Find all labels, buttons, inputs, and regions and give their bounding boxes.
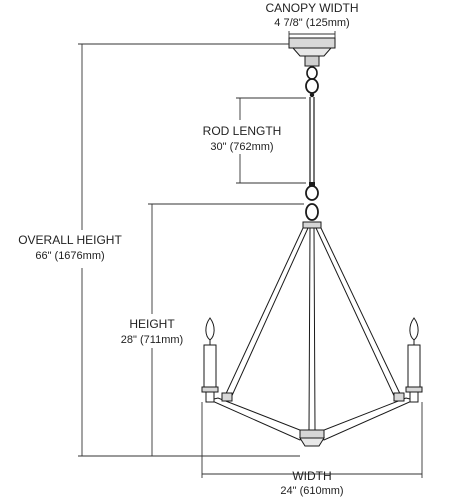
overall-height-dimension: [78, 43, 300, 457]
rod-length-dimension: [236, 97, 306, 184]
bottom-hub: [299, 429, 325, 447]
frame-arms: [208, 227, 416, 441]
left-candle: [201, 317, 219, 403]
canopy-width-title: CANOPY WIDTH: [265, 1, 358, 15]
width-dimension: [201, 402, 423, 478]
rod: [309, 97, 315, 186]
right-candle: [405, 317, 423, 403]
rod-length-value: 30" (762mm): [210, 141, 273, 153]
canopy-width-value: 4 7/8" (125mm): [274, 17, 349, 29]
middle-chain-links: [302, 185, 322, 229]
canopy: [288, 37, 336, 67]
width-title: WIDTH: [292, 469, 331, 483]
height-dimension: [148, 203, 304, 457]
height-title: HEIGHT: [129, 317, 175, 331]
overall-height-title: OVERALL HEIGHT: [18, 233, 122, 247]
height-value: 28" (711mm): [121, 334, 183, 346]
overall-height-value: 66" (1676mm): [35, 250, 104, 262]
width-value: 24" (610mm): [280, 485, 343, 497]
canopy-width-dimension: [288, 31, 336, 38]
rod-length-title: ROD LENGTH: [203, 124, 282, 138]
top-chain-links: [305, 66, 319, 98]
